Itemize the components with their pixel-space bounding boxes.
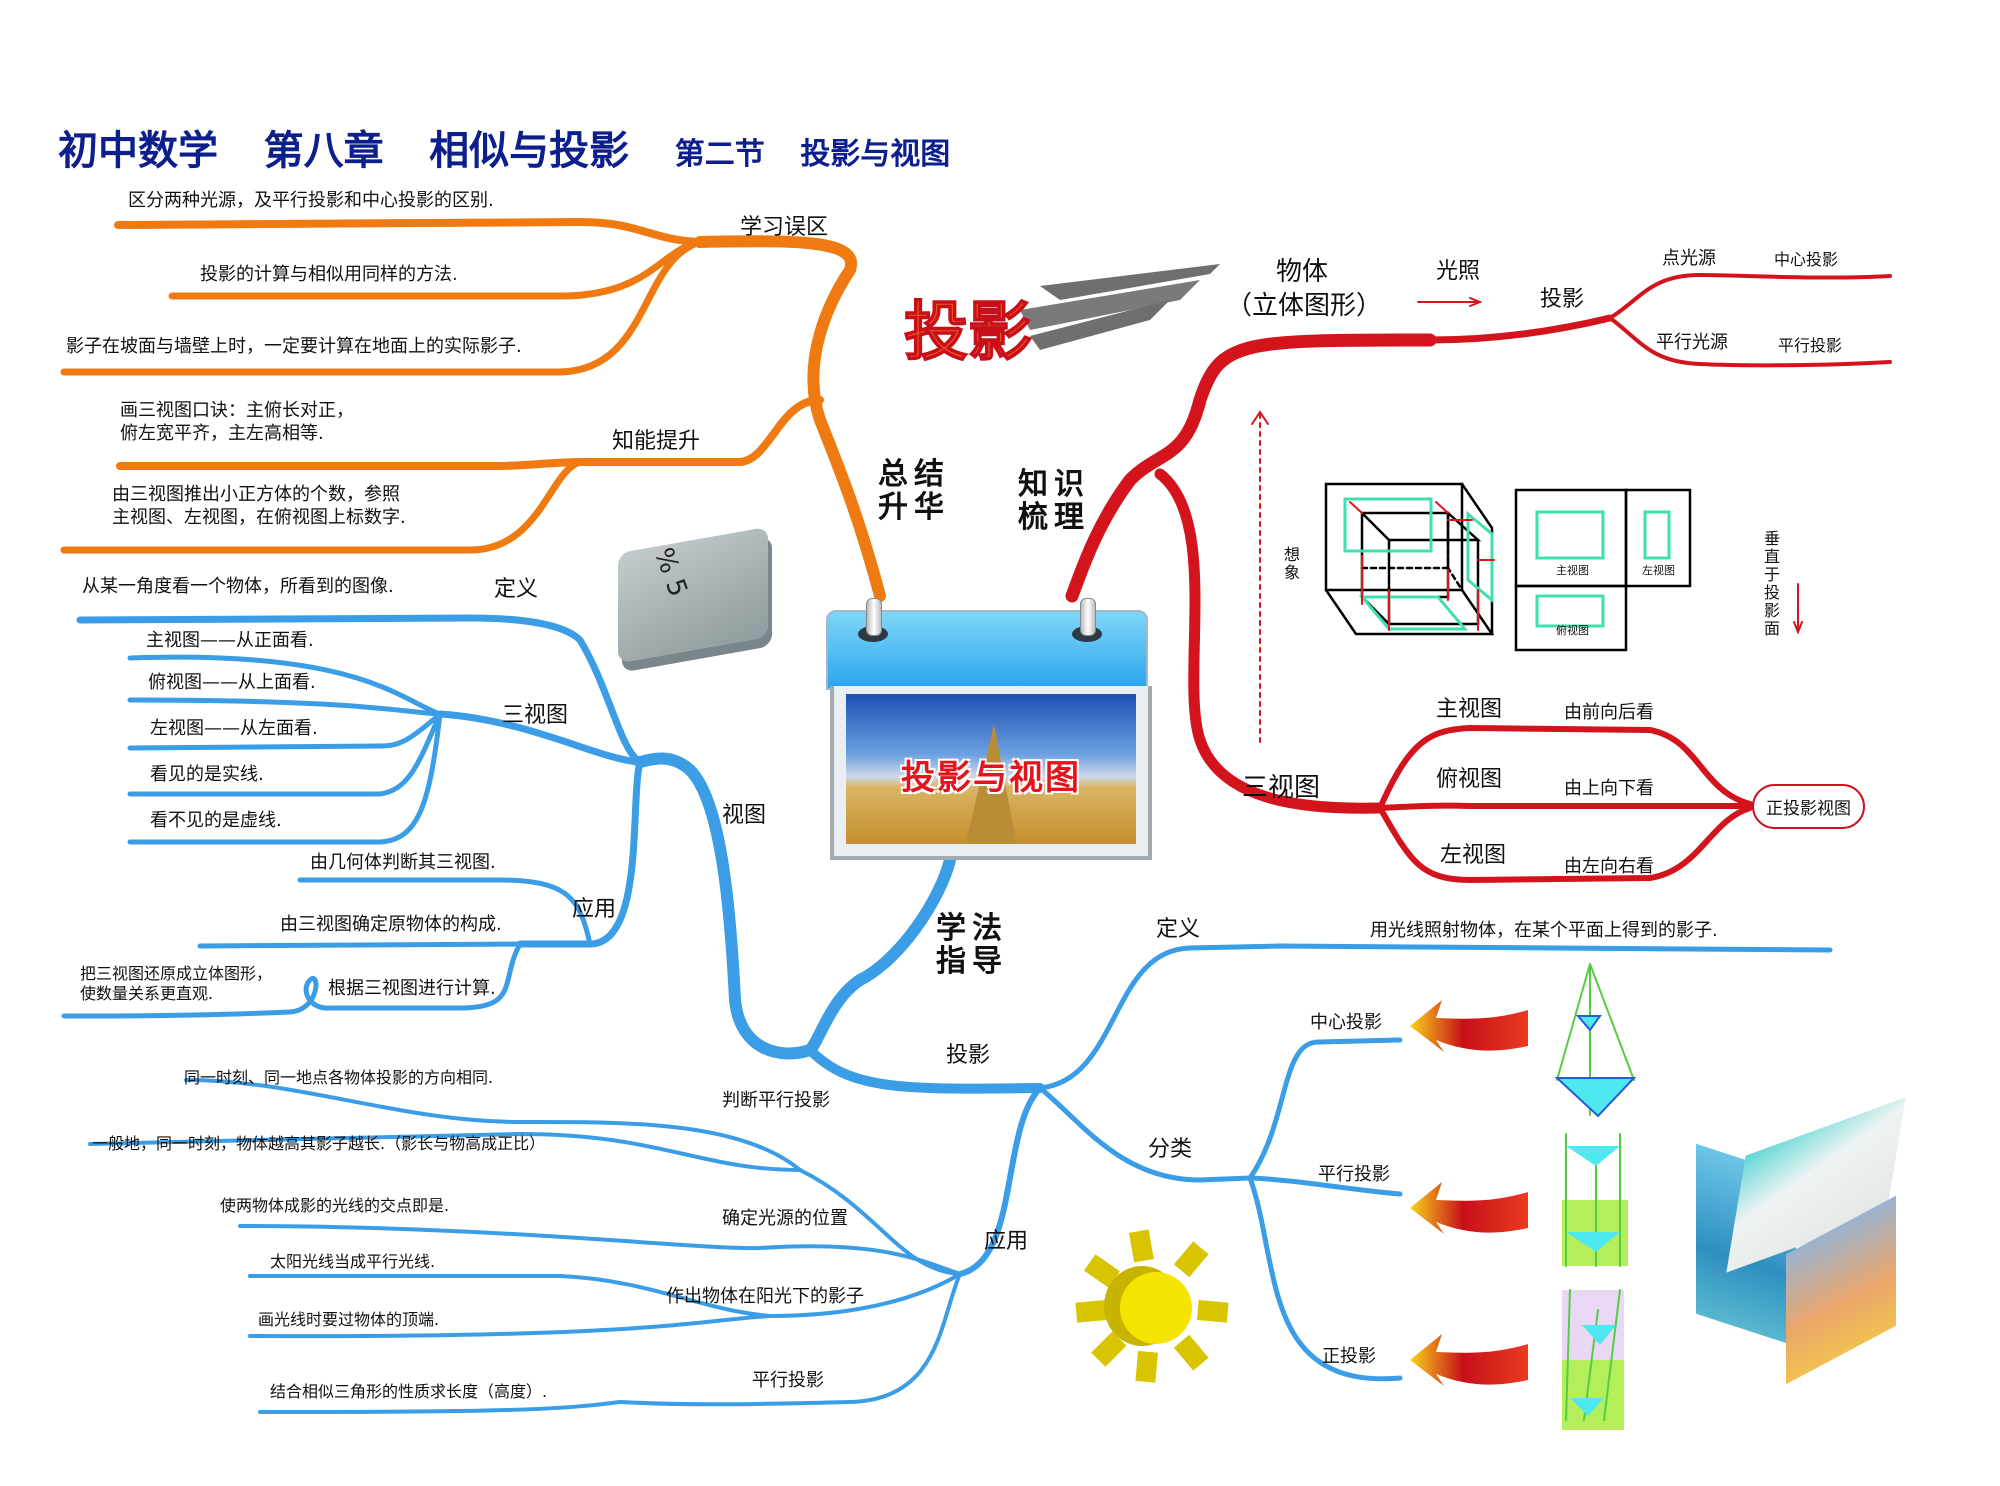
application-item: 结合相似三角形的性质求长度（高度）.: [270, 1382, 548, 1401]
branch-summary-label: 总结升华: [878, 457, 950, 525]
section-name: 投影与视图: [800, 137, 951, 172]
key-face: [618, 526, 768, 664]
diagram-front-view-label: 主视图: [1556, 564, 1589, 577]
classification-central: 中心投影: [1310, 1012, 1382, 1033]
knowledge-branch-lines: [1065, 272, 1892, 884]
stylized-projection-word-decoration: [1020, 264, 1220, 350]
mistake-item: 影子在坡面与墙壁上时，一定要计算在地面上的实际影子.: [66, 336, 522, 357]
node-object: 物体: [1276, 257, 1329, 287]
imagine-label: 想象: [1281, 546, 1300, 582]
diagram-left-view-label: 左视图: [1642, 564, 1675, 577]
view-front-desc: 由前向后看: [1564, 702, 1654, 723]
node-projection: 投影: [946, 1043, 991, 1068]
node-views: 视图: [722, 803, 767, 828]
rock-pinnacle: [966, 724, 1016, 842]
parallel-light-source: 平行光源: [1656, 332, 1728, 353]
keyboard-key-decoration: % 5: [618, 526, 768, 664]
chapter-name: 相似与投影: [429, 128, 630, 174]
projection-definition-text: 用光线照射物体，在某个平面上得到的影子.: [1370, 920, 1718, 941]
view-top-desc: 由上向下看: [1564, 778, 1654, 799]
three-view-item: 俯视图——从上面看.: [148, 672, 316, 693]
views-application-item: 由几何体判断其三视图.: [310, 852, 496, 873]
views-application-item: 根据三视图进行计算.: [328, 978, 496, 999]
application-item: 画光线时要过物体的顶端.: [258, 1310, 440, 1329]
point-light-source: 点光源: [1662, 248, 1716, 269]
application-item: 使两物体成影的光线的交点即是.: [220, 1196, 450, 1215]
summary-branch-lines: [60, 217, 886, 602]
three-view-item: 左视图——从左面看.: [150, 718, 318, 739]
desert-pinnacles-image: 投影与视图: [846, 694, 1136, 844]
node-projection-result: 投影: [1540, 287, 1585, 312]
three-view-item: 主视图——从正面看.: [146, 630, 314, 651]
sun-icon: [1075, 1229, 1229, 1383]
projection-application-label: 应用: [984, 1229, 1029, 1254]
node-three-views: 三视图: [1242, 773, 1321, 803]
central-topic-caption: 投影与视图: [901, 758, 1081, 798]
classification-parallel: 平行投影: [1318, 1164, 1390, 1185]
view-top: 俯视图: [1436, 767, 1503, 792]
page-title: 初中数学 第八章 相似与投影 第二节 投影与视图: [58, 118, 980, 176]
perpendicular-label: 垂直于投影面: [1761, 530, 1780, 638]
mistake-item: 区分两种光源，及平行投影和中心投影的区别.: [128, 190, 494, 211]
views-application-item: 由三视图确定原物体的构成.: [280, 914, 502, 935]
application-group-light-source: 确定光源的位置: [722, 1208, 848, 1229]
node-improve: 知能提升: [612, 429, 701, 454]
mistake-item: 投影的计算与相似用同样的方法.: [200, 264, 458, 285]
three-view-item: 看不见的是虚线.: [150, 810, 282, 831]
improve-item: 画三视图口诀：主俯长对正，俯左宽平齐，主左高相等.: [120, 400, 354, 444]
diagram-top-view-label: 俯视图: [1556, 624, 1589, 637]
light-label: 光照: [1436, 259, 1481, 284]
course-name: 初中数学: [58, 128, 218, 174]
view-left-desc: 由左向右看: [1564, 856, 1654, 877]
parallel-projection-diagram: [1562, 1133, 1628, 1267]
orthographic-projection-diagram: [1562, 1289, 1624, 1430]
application-group-judge-parallel: 判断平行投影: [722, 1090, 830, 1111]
branch-knowledge-label: 知识梳理: [1018, 467, 1090, 535]
central-projection-diagram: [1554, 963, 1637, 1118]
parallel-projection-type: 平行投影: [1778, 336, 1843, 355]
branch-method-label: 学法指导: [936, 911, 1008, 979]
projection-definition-label: 定义: [1156, 917, 1201, 942]
views-definition-label: 定义: [494, 577, 539, 602]
application-group-sun-shadow: 作出物体在阳光下的影子: [666, 1286, 864, 1307]
binding-ring-icon: [1080, 598, 1096, 636]
binding-ring-icon: [866, 598, 882, 636]
view-front: 主视图: [1436, 697, 1503, 722]
orthographic-view-pill: 正投影视图: [1752, 784, 1865, 829]
views-definition-text: 从某一角度看一个物体，所看到的图像.: [82, 576, 394, 597]
central-topic-calendar: 投影与视图: [826, 598, 1152, 860]
section-number: 第二节: [674, 137, 765, 172]
improve-item: 由三视图推出小正方体的个数，参照主视图、左视图，在俯视图上标数字.: [112, 484, 406, 528]
views-application-note: 把三视图还原成立体图形，使数量关系更直观.: [80, 964, 273, 1003]
application-item: 一般地，同一时刻，物体越高其影子越长.（影长与物高成正比）: [92, 1134, 546, 1153]
node-object-subtitle: （立体图形）: [1226, 291, 1383, 321]
chapter-number: 第八章: [263, 128, 384, 174]
application-group-parallel-projection: 平行投影: [752, 1370, 824, 1391]
classification-orthographic: 正投影: [1322, 1346, 1376, 1367]
stylized-projection-word: 投影: [904, 296, 1032, 370]
application-item: 同一时刻、同一地点各物体投影的方向相同.: [184, 1068, 494, 1087]
orange-left-arrows: [1410, 1000, 1528, 1386]
calendar-body: 投影与视图: [830, 686, 1152, 860]
views-three-views-label: 三视图: [502, 703, 569, 728]
three-view-item: 看见的是实线.: [150, 764, 264, 785]
node-mistakes: 学习误区: [740, 215, 829, 240]
central-projection-type: 中心投影: [1774, 250, 1839, 269]
projection-classification-label: 分类: [1148, 1137, 1193, 1162]
application-item: 太阳光线当成平行光线.: [270, 1252, 436, 1271]
photo-cube-decoration: [1676, 1097, 1906, 1385]
views-branch-lines: [61, 614, 1833, 1414]
views-application-label: 应用: [572, 897, 617, 922]
view-left: 左视图: [1440, 843, 1507, 868]
